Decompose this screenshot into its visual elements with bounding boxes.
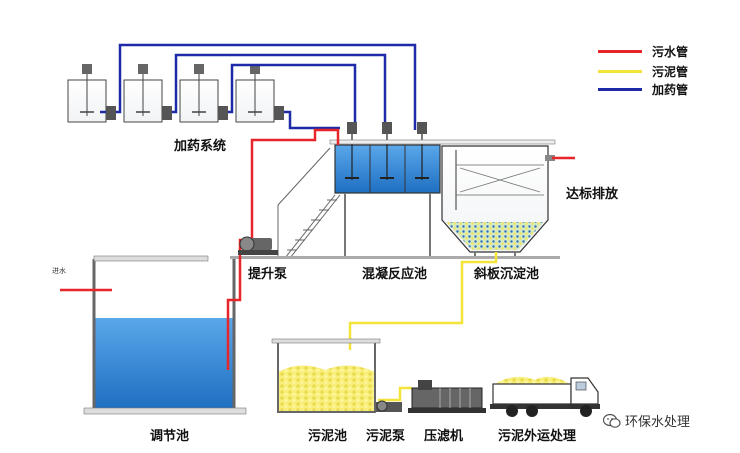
label-inlet: 进水 [52,267,66,275]
legend-swatch [598,69,642,73]
legend-item-sewage: 污水管 [598,42,688,60]
sewage-pipes [60,128,575,370]
label-filter-press: 压滤机 [424,429,464,444]
legend-item-dosing: 加药管 [598,80,688,98]
coag-tank [329,122,556,258]
stairs [277,147,341,259]
equalization-tank [83,255,247,415]
label-settler: 斜板沉淀池 [474,267,540,282]
label-sludge-tank: 污泥池 [308,429,348,444]
filter-press [408,380,486,413]
legend-item-sludge: 污泥管 [598,62,688,80]
label-equalization-tank: 调节池 [150,429,190,444]
legend-swatch [598,49,642,53]
watermark-text: 环保水处理 [625,415,691,430]
legend-label: 加药管 [652,82,689,97]
label-sludge-pump: 污泥泵 [366,429,406,444]
dosing-tank-3 [179,64,228,123]
wechat-icon [603,413,621,428]
label-sludge-transport: 污泥外运处理 [498,429,577,444]
legend-label: 污水管 [652,44,689,59]
dosing-tank-4 [235,64,284,123]
label-coag-tank: 混凝反应池 [362,267,428,282]
settler [441,145,555,258]
dosing-pipes [100,43,417,130]
legend-swatch [598,87,642,91]
sludge-tank [271,338,381,413]
sludge-pump [376,400,402,412]
legend-label: 污泥管 [652,64,689,79]
watermark: 环保水处理 [603,411,690,430]
sludge-truck [490,376,600,417]
label-dosing-system: 加药系统 [174,139,227,154]
sludge-pipes [348,252,498,402]
lift-pump [238,236,278,255]
label-discharge: 达标排放 [566,187,619,202]
dosing-tank-2 [123,64,172,123]
ground-platform [230,256,560,259]
dosing-tanks [67,64,284,123]
label-lift-pump: 提升泵 [248,267,288,282]
dosing-tank-1 [67,64,116,123]
